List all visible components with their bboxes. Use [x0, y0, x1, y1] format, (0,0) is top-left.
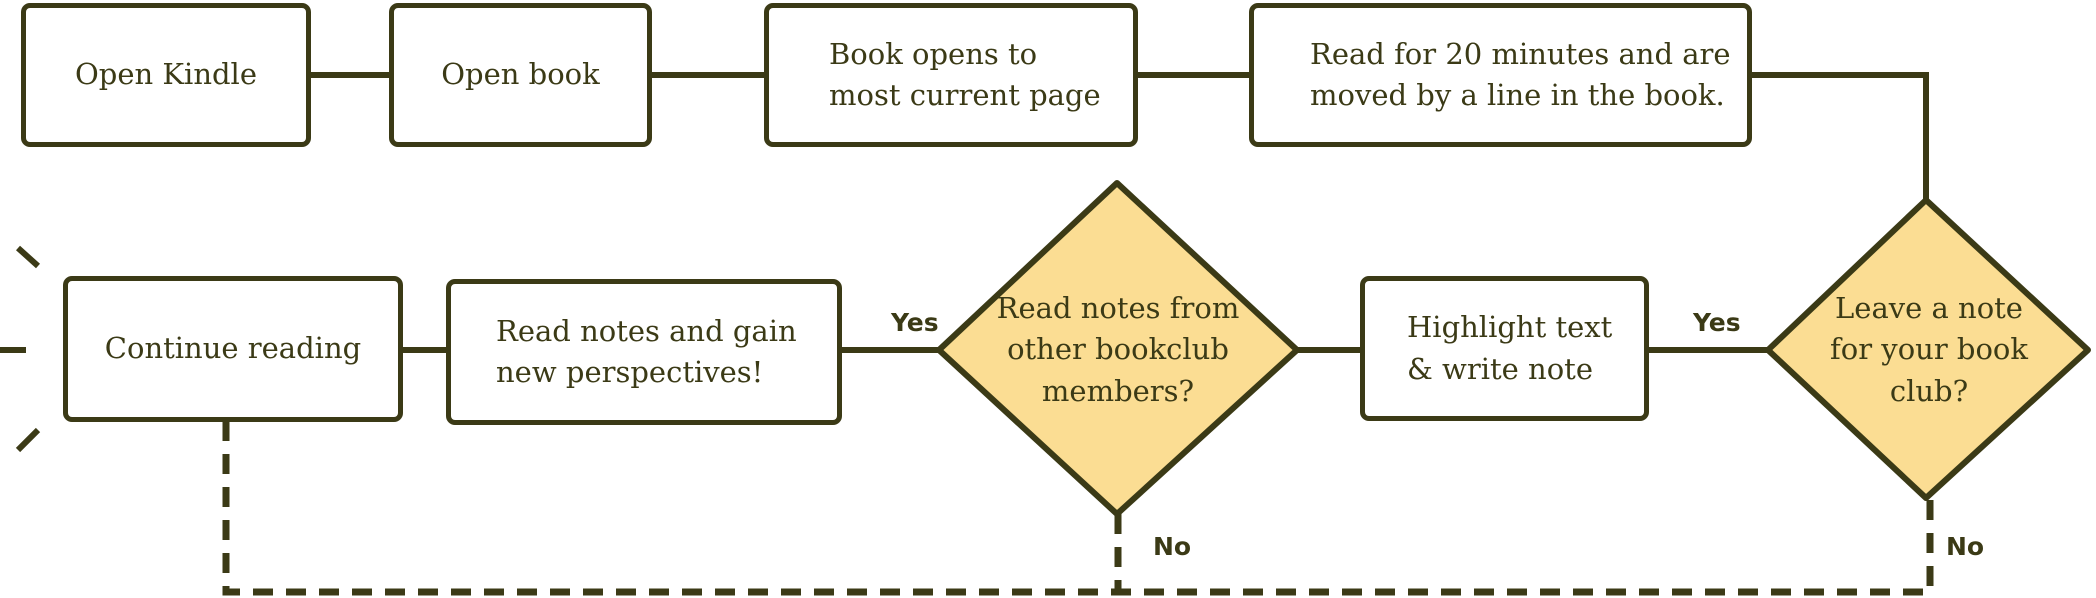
edge-label-leave-note-no: No — [1946, 532, 1985, 561]
dashed-no-leave-note — [222, 422, 1934, 596]
edge-label-read-notes-yes: Yes — [891, 308, 939, 337]
edge-label-leave-note-yes: Yes — [1693, 308, 1741, 337]
arrow-stub-bottom — [15, 427, 41, 453]
process-continue-reading: Continue reading — [63, 276, 403, 422]
decision-diamond-read-notes — [936, 180, 1300, 517]
process-read-20-minutes: Read for 20 minutes and are moved by a l… — [1249, 3, 1752, 147]
process-label: Read notes and gain new perspectives! — [496, 313, 797, 389]
process-open-book: Open book — [389, 3, 652, 147]
process-open-kindle: Open Kindle — [21, 3, 311, 147]
edge-label-read-notes-no: No — [1153, 532, 1192, 561]
connector-read-20-leave-note — [1751, 72, 1929, 202]
decision-label-leave-note: Leave a note for your book club? — [1830, 291, 2028, 408]
decision-diamond-leave-note — [1765, 197, 2091, 501]
process-label: Open Kindle — [74, 57, 257, 92]
decision-label-read-notes: Read notes from other bookclub members? — [996, 291, 1240, 408]
process-label: Open book — [441, 57, 600, 92]
process-book-opens: Book opens to most current page — [764, 3, 1138, 147]
process-read-notes-gain: Read notes and gain new perspectives! — [446, 279, 842, 425]
process-label: Book opens to most current page — [829, 36, 1101, 112]
process-label: Continue reading — [104, 331, 362, 366]
arrow-stub-top — [15, 245, 41, 269]
process-label: Highlight text & write note — [1407, 310, 1613, 386]
process-label: Read for 20 minutes and are moved by a l… — [1310, 36, 1731, 112]
process-highlight-text: Highlight text & write note — [1360, 276, 1649, 421]
